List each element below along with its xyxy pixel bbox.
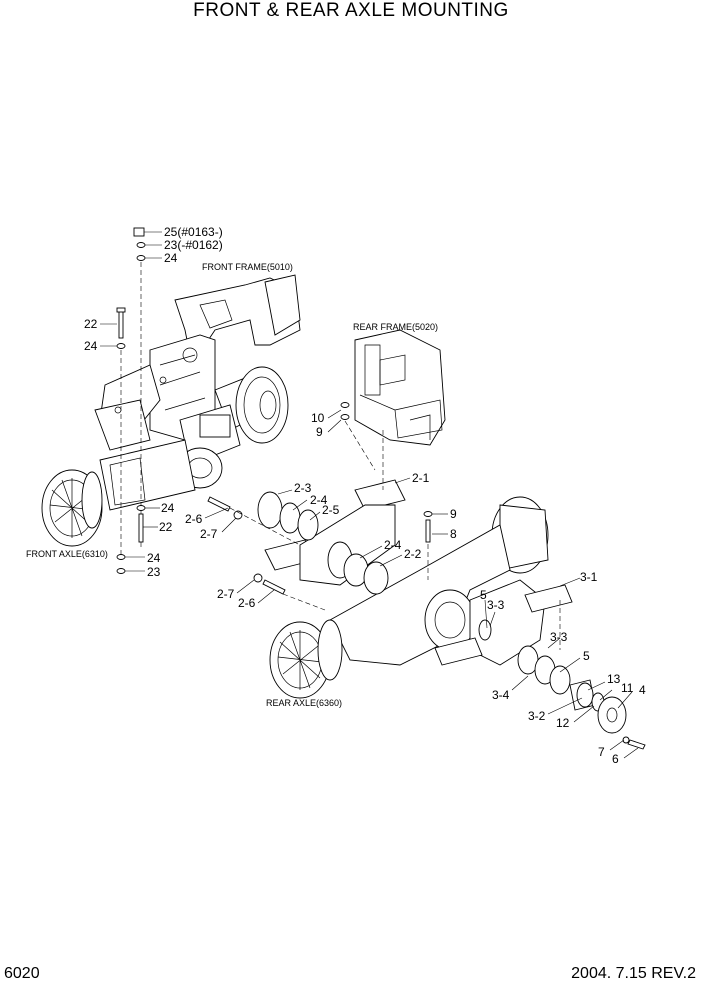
callout-13: 13 xyxy=(607,672,621,686)
page-title: FRONT & REAR AXLE MOUNTING xyxy=(193,0,509,21)
rear-frame-label: REAR FRAME(5020) xyxy=(353,322,438,332)
callout-3-4: 3-4 xyxy=(492,688,510,702)
front-axle-label: FRONT AXLE(6310) xyxy=(26,549,108,559)
callout-leader-lines xyxy=(100,231,639,759)
callout-2-4-top: 2-4 xyxy=(310,493,328,507)
hardware-drawings xyxy=(116,227,561,650)
page-number: 6020 xyxy=(4,965,40,982)
callout-7: 7 xyxy=(598,745,605,759)
callout-25: 25(#0163-) xyxy=(164,225,223,239)
callout-2-5: 2-5 xyxy=(322,503,340,517)
callout-22-lower: 22 xyxy=(159,520,173,534)
callout-6: 6 xyxy=(612,752,619,766)
callout-24-lower: 24 xyxy=(161,501,175,515)
callout-3-1: 3-1 xyxy=(580,570,598,584)
callout-24-mid: 24 xyxy=(84,339,98,353)
front-frame-drawing xyxy=(94,274,301,451)
callout-2-7-top: 2-7 xyxy=(200,527,218,541)
front-axle-drawing xyxy=(41,366,289,547)
callout-3-3-top: 3-3 xyxy=(487,598,505,612)
front-mount-bracket-drawing xyxy=(264,479,406,586)
callout-4: 4 xyxy=(639,683,646,697)
callout-8: 8 xyxy=(450,527,457,541)
callout-23-top: 23(-#0162) xyxy=(164,238,223,252)
callout-2-6-lower: 2-6 xyxy=(238,596,256,610)
rear-axle-drawing xyxy=(269,496,573,699)
callout-2-3: 2-3 xyxy=(294,481,312,495)
rear-mount-stack-drawing xyxy=(478,619,646,750)
callout-22-top: 22 xyxy=(84,317,98,331)
callout-5-right: 5 xyxy=(583,649,590,663)
callout-24-bottom: 24 xyxy=(147,551,161,565)
rear-frame-drawing xyxy=(354,329,446,446)
callout-11: 11 xyxy=(621,681,634,695)
callout-24-top: 24 xyxy=(164,251,178,265)
callout-2-7-lower: 2-7 xyxy=(217,587,235,601)
callout-5-top: 5 xyxy=(480,588,487,602)
rear-axle-label: REAR AXLE(6360) xyxy=(266,698,342,708)
callout-2-4-lower: 2-4 xyxy=(384,538,402,552)
front-frame-label: FRONT FRAME(5010) xyxy=(202,262,293,272)
callout-9-right: 9 xyxy=(450,507,457,521)
callout-10: 10 xyxy=(311,411,325,425)
callout-9-top: 9 xyxy=(316,425,323,439)
callout-2-1: 2-1 xyxy=(412,471,430,485)
callout-2-2: 2-2 xyxy=(404,547,422,561)
revision-date: 2004. 7.15 REV.2 xyxy=(571,965,696,982)
callout-2-6-top: 2-6 xyxy=(185,512,203,526)
callout-23-bottom: 23 xyxy=(147,565,161,579)
callout-12: 12 xyxy=(556,716,570,730)
callout-3-2: 3-2 xyxy=(528,709,546,723)
callout-3-3-right: 3-3 xyxy=(550,630,568,644)
